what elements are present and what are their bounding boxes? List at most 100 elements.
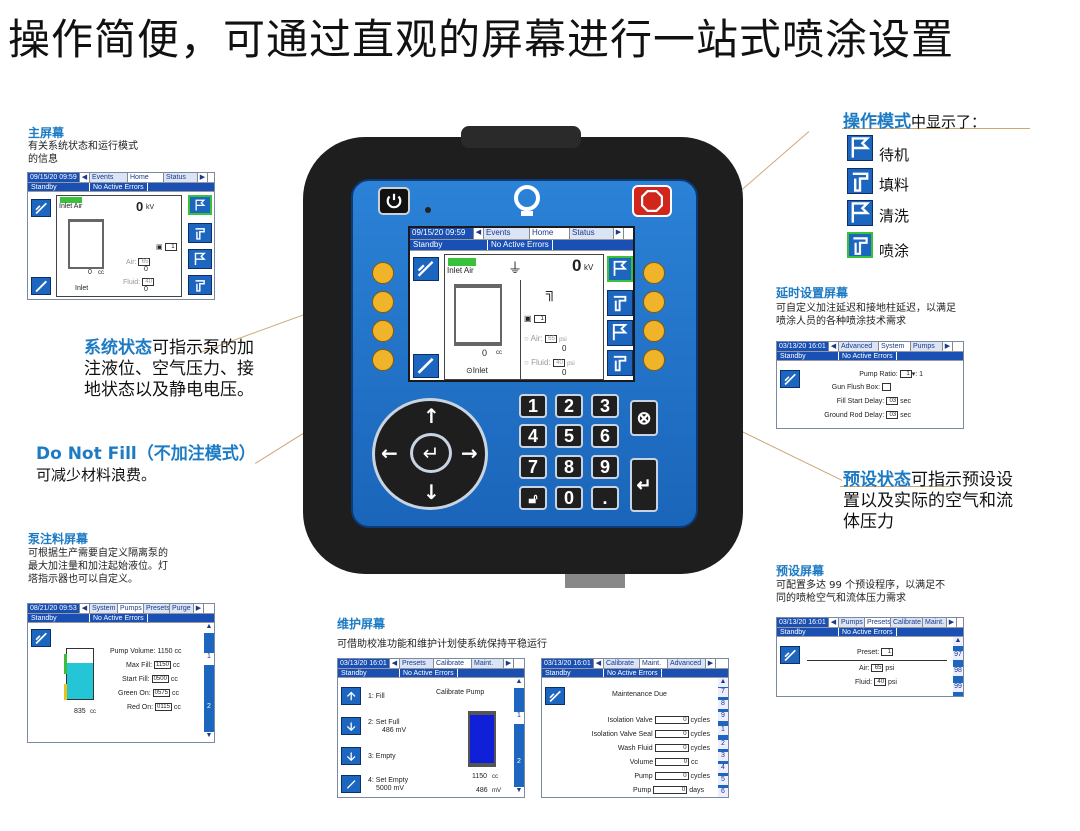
lock-icon: 🔓︎ xyxy=(528,489,538,506)
dnf-active-icon[interactable] xyxy=(31,277,51,295)
ground-icon: ⏚ xyxy=(508,260,522,276)
mode-standby-label: 待机 xyxy=(879,146,910,164)
key-3[interactable]: 3 xyxy=(591,394,619,418)
soft-key-right-1[interactable] xyxy=(643,262,665,284)
delay-setup-screen: 03/13/20 16:01◀ Advanced System Pumps▶ S… xyxy=(776,341,964,429)
delay-screen-title: 延时设置屏幕 xyxy=(776,286,849,300)
key-decimal[interactable]: . xyxy=(591,486,619,510)
flush-icon[interactable] xyxy=(607,320,633,346)
calibrate-pump-level xyxy=(468,711,496,767)
enter-icon: ↵ xyxy=(422,441,440,465)
mode-spray-label: 喷涂 xyxy=(879,242,910,260)
soft-key-left-4[interactable] xyxy=(372,349,394,371)
cancel-key[interactable]: ⊗ xyxy=(630,400,658,436)
spray-icon[interactable] xyxy=(188,275,212,295)
enter-icon: ↵ xyxy=(636,474,652,495)
device-display: 09/15/20 09:59◀ Events Home Status▶ Stan… xyxy=(408,226,635,382)
dnf-icon[interactable] xyxy=(31,629,51,647)
status-led xyxy=(425,207,431,213)
key-7[interactable]: 7 xyxy=(519,455,547,479)
callout-line xyxy=(840,486,950,487)
stop-icon xyxy=(641,190,663,212)
key-1[interactable]: 1 xyxy=(519,394,547,418)
maint-screen-title: 维护屏幕 xyxy=(337,617,386,631)
pump-page-scroller[interactable]: ▲ 1 2 ▼ xyxy=(204,623,214,742)
set-empty-button[interactable] xyxy=(341,775,361,793)
up-arrow-button[interactable]: ↑ xyxy=(423,404,440,428)
standby-icon[interactable] xyxy=(607,256,633,282)
dnf-icon[interactable] xyxy=(780,370,800,388)
power-button[interactable] xyxy=(378,187,410,215)
preset-screen-title: 预设屏幕 xyxy=(776,564,825,578)
key-5[interactable]: 5 xyxy=(555,424,583,448)
mode-fill-label: 填料 xyxy=(879,176,910,194)
pump-level-gauge xyxy=(66,648,94,700)
system-status-callout: 系统状态可指示泵的加 注液位、空气压力、接 地状态以及静电电压。 xyxy=(84,338,254,400)
preset-setup-screen: 03/13/20 16:01◀ Pumps Presets Calibrate … xyxy=(776,617,964,697)
calibrate-page-scroller[interactable]: ▲ 1 2 ▼ xyxy=(514,678,524,797)
key-6[interactable]: 6 xyxy=(591,424,619,448)
dnf-icon[interactable] xyxy=(780,646,800,664)
delay-screen-desc: 可自定义加注延迟和接地柱延迟，以满足喷涂人员的各种喷涂技术需求 xyxy=(776,303,956,327)
maintenance-screen: 03/13/20 16:01◀ Calibrate Maint. Advance… xyxy=(541,658,729,798)
power-icon xyxy=(386,193,402,209)
down-arrow-button[interactable]: ↓ xyxy=(423,480,440,504)
fill-step-button[interactable] xyxy=(341,687,361,705)
right-arrow-button[interactable]: → xyxy=(461,441,478,465)
mini-main-screen: 09/15/20 09:59◀ Events Home Status▶ Stan… xyxy=(27,172,215,300)
operation-mode-callout: 操作模式中显示了： xyxy=(843,112,987,132)
flush-icon[interactable] xyxy=(188,249,212,269)
main-screen-desc: 有关系统状态和运行模式的信息 xyxy=(28,141,138,165)
dnf-icon[interactable] xyxy=(413,257,439,281)
brand-logo-icon xyxy=(507,183,547,219)
pump-diagram xyxy=(454,284,502,346)
spray-gun-icon: ╗ xyxy=(546,284,556,300)
device-fitting xyxy=(565,574,625,588)
dnf-active-icon[interactable] xyxy=(413,354,439,378)
preset-page-scroller[interactable]: ▲ 97 98 99 xyxy=(953,637,963,696)
key-2[interactable]: 2 xyxy=(555,394,583,418)
fill-icon[interactable] xyxy=(607,290,633,316)
dnf-icon[interactable] xyxy=(31,199,51,217)
dnf-icon[interactable] xyxy=(545,687,565,705)
cancel-icon: ⊗ xyxy=(636,407,652,428)
spray-icon[interactable] xyxy=(607,350,633,376)
pump-fill-screen: 08/21/20 09:53◀ System Pumps Presets Pur… xyxy=(27,603,215,743)
flush-icon xyxy=(847,200,873,226)
mode-flush-label: 清洗 xyxy=(879,207,910,225)
left-arrow-button[interactable]: ← xyxy=(381,441,398,465)
fill-icon xyxy=(847,168,873,194)
preset-screen-desc: 可配置多达 99 个预设程序，以满足不同的喷枪空气和流体压力需求 xyxy=(776,580,946,604)
key-0[interactable]: 0 xyxy=(555,486,583,510)
maint-screen-desc: 可借助校准功能和维护计划使系统保持平稳运行 xyxy=(337,639,547,650)
soft-key-left-3[interactable] xyxy=(372,320,394,342)
fill-icon[interactable] xyxy=(188,223,212,243)
empty-step-button[interactable] xyxy=(341,747,361,765)
soft-key-left-2[interactable] xyxy=(372,291,394,313)
soft-key-left-1[interactable] xyxy=(372,262,394,284)
soft-key-right-3[interactable] xyxy=(643,320,665,342)
key-4[interactable]: 4 xyxy=(519,424,547,448)
standby-icon[interactable] xyxy=(188,195,212,215)
soft-key-right-4[interactable] xyxy=(643,349,665,371)
spray-icon xyxy=(847,232,873,258)
pump-screen-desc: 可根据生产需要自定义隔离泵的最大加注量和加注起始液位。灯塔指示器也可以自定义。 xyxy=(28,548,168,585)
maint-page-scroller[interactable]: ▲ 7 8 9 1 2 3 4 5 6 xyxy=(718,678,728,797)
soft-key-right-2[interactable] xyxy=(643,291,665,313)
device-top-mount xyxy=(461,126,581,148)
main-screen-title: 主屏幕 xyxy=(28,126,65,140)
calibrate-screen: 03/13/20 16:01◀ Presets Calibrate Maint.… xyxy=(337,658,525,798)
stop-button[interactable] xyxy=(632,185,672,217)
lock-key[interactable]: 🔓︎ xyxy=(519,486,547,510)
callout-line xyxy=(842,128,1030,129)
page-headline: 操作简便，可通过直观的屏幕进行一站式喷涂设置 xyxy=(8,15,955,64)
dnf-callout: Do Not Fill（不加注模式） 可减少材料浪费。 xyxy=(36,444,256,484)
standby-icon xyxy=(847,135,873,161)
set-full-button[interactable] xyxy=(341,717,361,735)
pump-screen-title: 泵注料屏幕 xyxy=(28,532,89,546)
key-8[interactable]: 8 xyxy=(555,455,583,479)
preset-status-callout: 预设状态可指示预设设 置以及实际的空气和流 体压力 xyxy=(843,470,1013,532)
enter-center-button[interactable]: ↵ xyxy=(410,433,452,473)
key-9[interactable]: 9 xyxy=(591,455,619,479)
enter-key[interactable]: ↵ xyxy=(630,458,658,512)
